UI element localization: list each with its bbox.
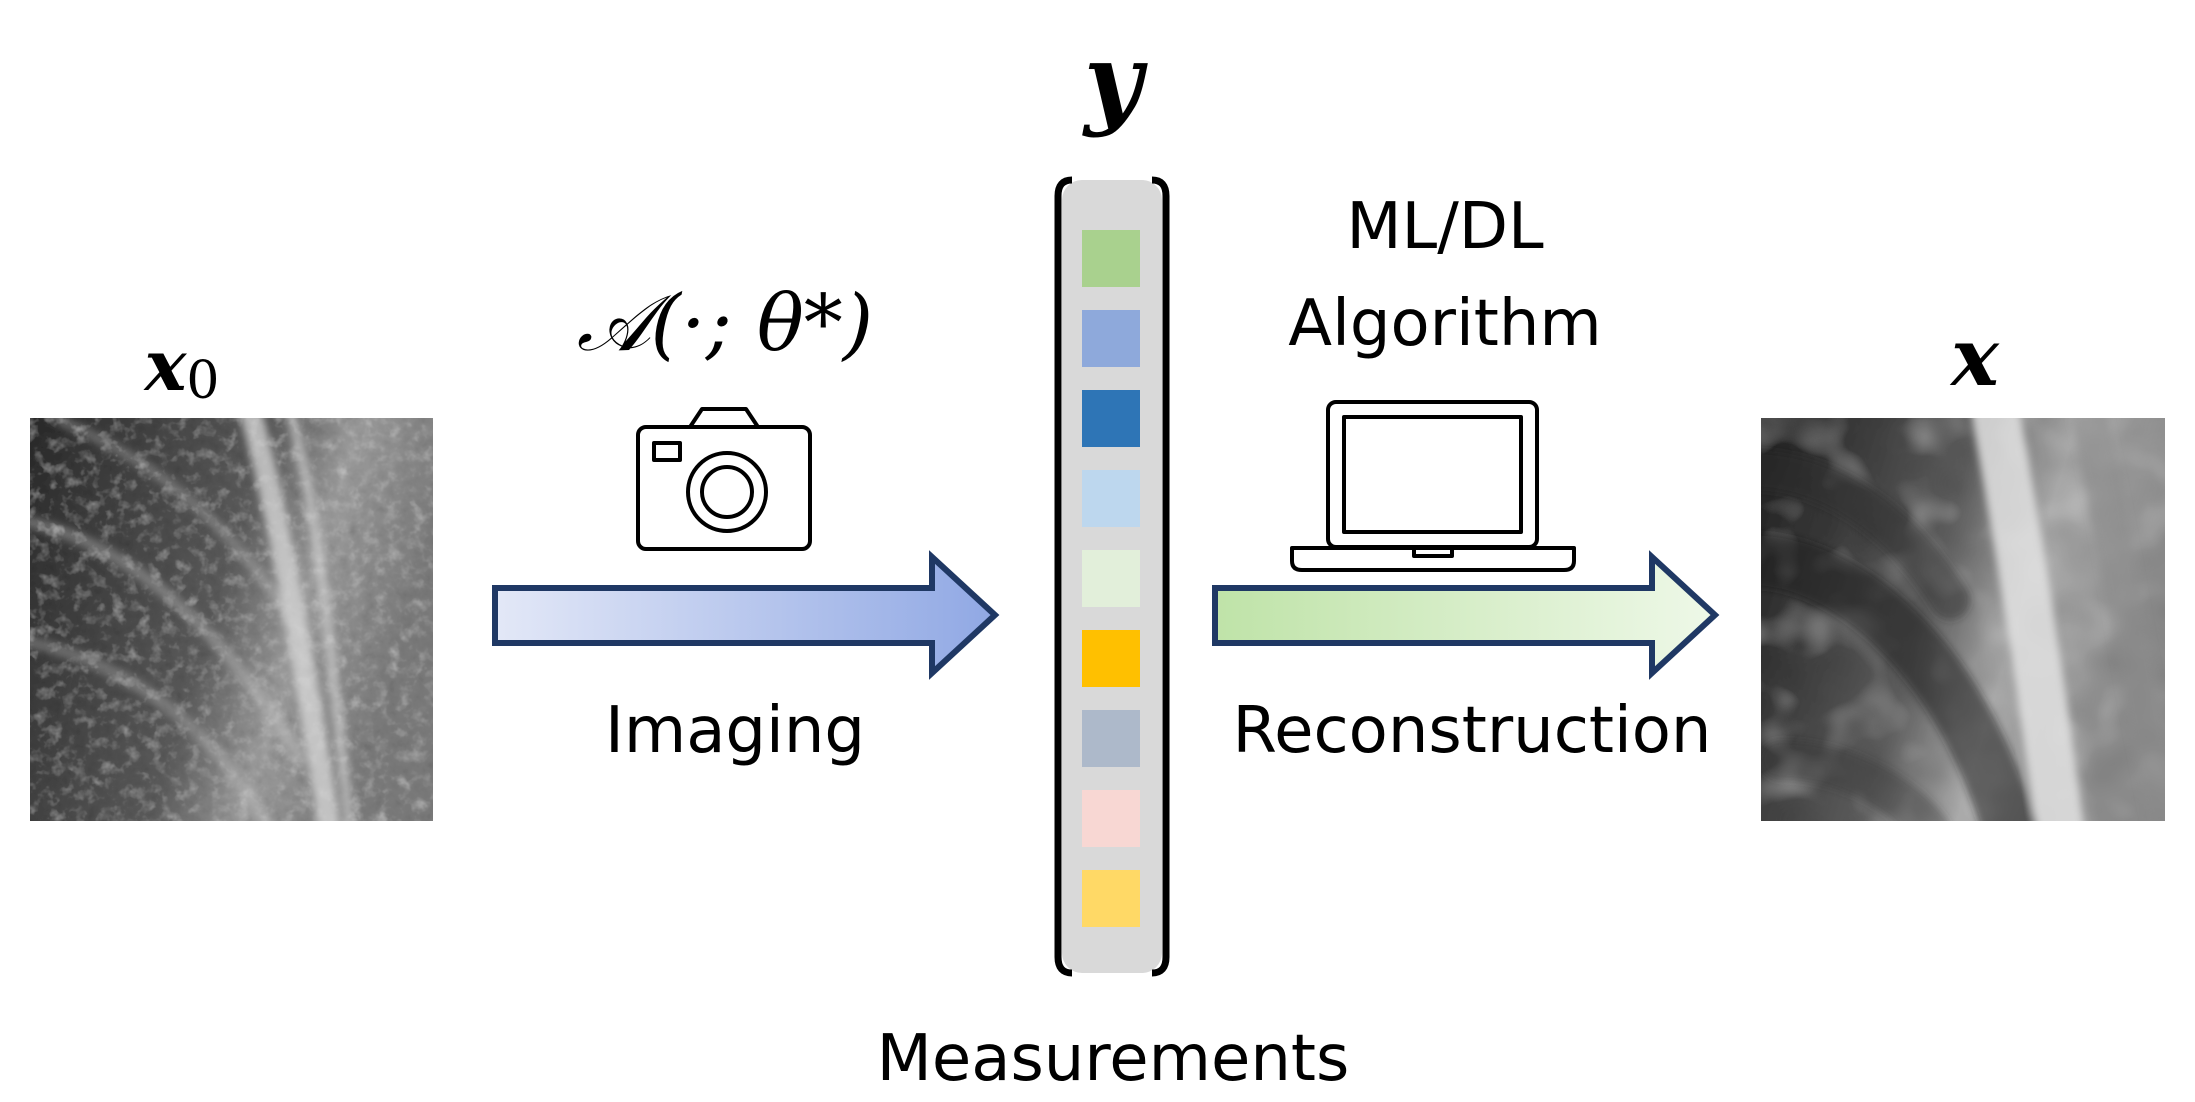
camera-icon [636, 407, 812, 551]
imaging-operator: 𝒜(·; θ*) [577, 279, 873, 369]
algorithm-line1: ML/DL [1346, 190, 1544, 264]
reconstruction-arrow [1212, 550, 1720, 680]
measurement-cell [1082, 230, 1140, 287]
measurement-cell [1082, 310, 1140, 367]
measurement-cell [1082, 470, 1140, 527]
measurement-cell [1082, 790, 1140, 847]
measurement-cell [1082, 710, 1140, 767]
input-image-label: x0 [143, 324, 220, 411]
measurements-symbol: y [1082, 21, 1148, 139]
laptop-icon [1290, 400, 1576, 572]
input-symbol: x [143, 324, 188, 407]
measurement-cell [1082, 550, 1140, 607]
imaging-arrow [492, 550, 1000, 680]
measurement-cell [1082, 870, 1140, 927]
input-subscript: 0 [186, 351, 219, 411]
measurement-cell [1082, 630, 1140, 687]
measurement-vector [1054, 176, 1170, 977]
imaging-label: Imaging [605, 694, 865, 768]
reconstructed-image [1761, 418, 2165, 821]
measurement-cell [1082, 390, 1140, 447]
input-xray-image [30, 418, 433, 821]
output-image-label: x [1949, 310, 2000, 404]
measurements-label: Measurements [877, 1022, 1350, 1096]
algorithm-line2: Algorithm [1288, 287, 1601, 361]
reconstruction-label: Reconstruction [1233, 694, 1712, 768]
